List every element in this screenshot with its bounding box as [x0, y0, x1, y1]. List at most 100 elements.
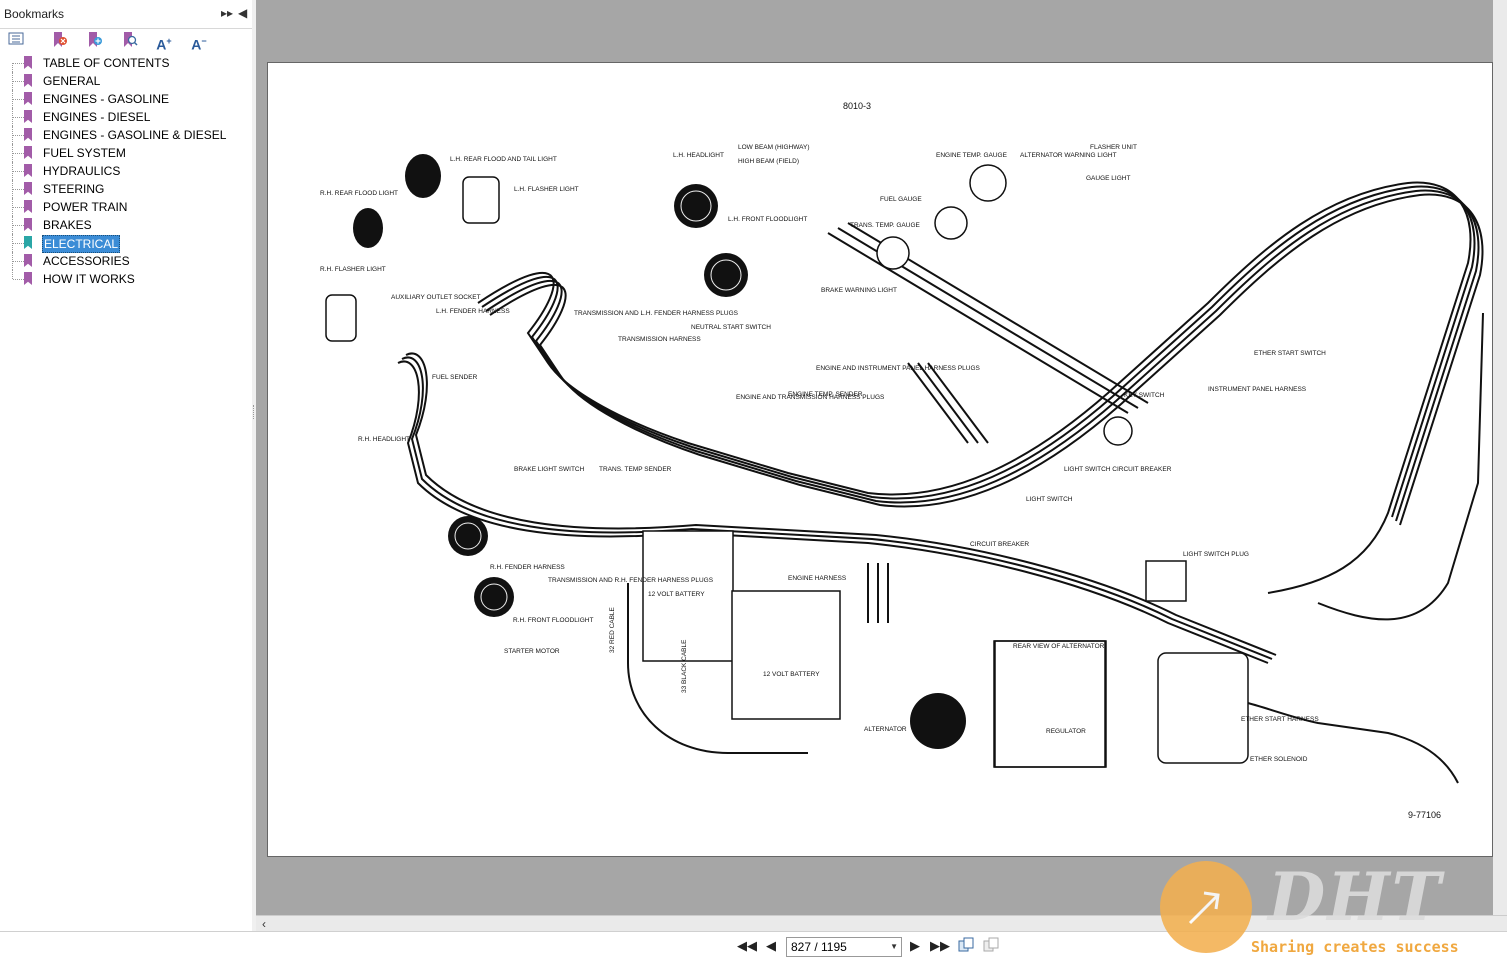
previous-view-icon[interactable]	[957, 937, 975, 955]
splitter-grip[interactable]	[253, 405, 256, 419]
bookmark-icon	[24, 146, 32, 159]
bookmark-icon	[24, 254, 32, 267]
bookmark-label[interactable]: ACCESSORIES	[43, 254, 130, 268]
label-battery-1: 12 VOLT BATTERY	[648, 591, 705, 598]
tree-line	[12, 90, 14, 108]
bookmark-item[interactable]: STEERING	[0, 180, 252, 198]
tree-line	[12, 108, 14, 126]
document-viewport[interactable]: 8010-3 9-77106 L.H. REAR FLOOD AND TAIL …	[256, 0, 1507, 915]
label-rh-flasher: R.H. FLASHER LIGHT	[320, 266, 386, 273]
label-lh-rear-flood: L.H. REAR FLOOD AND TAIL LIGHT	[450, 156, 557, 163]
label-lh-front-flood: L.H. FRONT FLOODLIGHT	[728, 216, 807, 223]
tree-line	[12, 216, 14, 234]
bookmark-label[interactable]: TABLE OF CONTENTS	[43, 56, 170, 70]
bookmark-label[interactable]: ENGINES - DIESEL	[43, 110, 151, 124]
label-regulator: REGULATOR	[1046, 728, 1086, 735]
label-starter-motor: STARTER MOTOR	[504, 648, 560, 655]
chevron-down-icon[interactable]: ▼	[890, 942, 898, 951]
next-view-icon[interactable]	[982, 937, 1000, 955]
label-engine-temp-sender: ENGINE TEMP. SENDER	[788, 391, 863, 398]
text-larger-icon[interactable]: A+	[156, 36, 172, 53]
prev-page-icon[interactable]: ◀	[766, 938, 776, 953]
bookmark-label[interactable]: POWER TRAIN	[43, 200, 128, 214]
bookmark-label[interactable]: HOW IT WORKS	[43, 272, 135, 286]
bookmark-item[interactable]: ENGINES - GASOLINE & DIESEL	[0, 126, 252, 144]
bookmark-icon	[24, 218, 32, 231]
bookmark-item[interactable]: GENERAL	[0, 72, 252, 90]
tree-line	[13, 243, 24, 244]
triangle-left-icon[interactable]: ◀	[238, 6, 248, 20]
find-bookmark-icon[interactable]	[120, 31, 140, 51]
wiring-diagram: 8010-3 9-77106 L.H. REAR FLOOD AND TAIL …	[320, 101, 1484, 820]
tree-line	[12, 198, 14, 216]
label-ether-solenoid: ETHER SOLENOID	[1250, 756, 1308, 763]
label-battery-2: 12 VOLT BATTERY	[763, 671, 820, 678]
bookmark-item[interactable]: FUEL SYSTEM	[0, 144, 252, 162]
bookmark-item[interactable]: ACCESSORIES	[0, 252, 252, 270]
figure-id: 8010-3	[843, 101, 871, 111]
bookmark-label[interactable]: ELECTRICAL	[42, 235, 121, 253]
label-engine-instr-plugs: ENGINE AND INSTRUMENT PANEL HARNESS PLUG…	[816, 365, 981, 372]
tree-line	[13, 63, 24, 64]
bookmark-item[interactable]: POWER TRAIN	[0, 198, 252, 216]
scroll-left-icon[interactable]: ‹	[262, 917, 266, 931]
bookmark-icon	[24, 272, 32, 285]
bookmark-label[interactable]: ENGINES - GASOLINE	[43, 92, 170, 106]
panel-splitter[interactable]	[252, 0, 256, 931]
bookmark-item[interactable]: BRAKES	[0, 216, 252, 234]
bookmark-label[interactable]: ENGINES - GASOLINE & DIESEL	[43, 128, 227, 142]
bookmark-label[interactable]: STEERING	[43, 182, 105, 196]
tree-line	[13, 99, 24, 100]
label-fuel-sender: FUEL SENDER	[432, 374, 478, 381]
bookmarks-title: Bookmarks	[4, 7, 65, 21]
bookmark-item[interactable]: ENGINES - GASOLINE	[0, 90, 252, 108]
label-flasher-unit: FLASHER UNIT	[1090, 144, 1137, 151]
page-number-input[interactable]: 827 / 1195 ▼	[786, 937, 902, 957]
label-brake-light-switch: BRAKE LIGHT SWITCH	[514, 466, 585, 473]
bookmark-item[interactable]: ENGINES - DIESEL	[0, 108, 252, 126]
bookmark-label[interactable]: FUEL SYSTEM	[43, 146, 126, 160]
bookmark-label[interactable]: GENERAL	[43, 74, 101, 88]
label-alternator: ALTERNATOR	[864, 726, 907, 733]
bookmark-label[interactable]: BRAKES	[43, 218, 92, 232]
next-page-icon[interactable]: ▶	[910, 938, 920, 953]
tree-line	[13, 153, 24, 154]
tree-line	[12, 144, 14, 162]
vertical-scrollbar[interactable]	[1493, 0, 1507, 915]
new-bookmark-icon[interactable]	[85, 31, 105, 51]
options-icon[interactable]	[7, 31, 27, 51]
first-page-icon[interactable]: ◀◀	[737, 938, 757, 953]
last-page-icon[interactable]: ▶▶	[930, 938, 950, 953]
tree-line	[12, 234, 14, 252]
text-smaller-icon[interactable]: A−	[191, 36, 207, 53]
label-red-cable: 32 RED CABLE	[609, 606, 616, 653]
label-ether-start-harness: ETHER START HARNESS	[1241, 716, 1319, 723]
bookmark-icon	[24, 110, 32, 123]
bookmark-label[interactable]: HYDRAULICS	[43, 164, 121, 178]
label-black-cable: 33 BLACK CABLE	[681, 639, 688, 693]
label-neutral-start: NEUTRAL START SWITCH	[691, 324, 771, 331]
bookmark-icon	[24, 164, 32, 177]
bookmark-item[interactable]: HYDRAULICS	[0, 162, 252, 180]
tree-line	[12, 252, 14, 270]
tree-line	[13, 207, 24, 208]
figure-ref: 9-77106	[1408, 810, 1441, 820]
label-lh-flasher: L.H. FLASHER LIGHT	[514, 186, 579, 193]
label-high-beam: HIGH BEAM (FIELD)	[738, 158, 799, 165]
label-gauge-light: GAUGE LIGHT	[1086, 175, 1130, 182]
tree-line	[13, 225, 24, 226]
horizontal-scrollbar[interactable]: ‹	[256, 915, 1507, 932]
bookmark-item[interactable]: HOW IT WORKS	[0, 270, 252, 288]
label-brake-warning: BRAKE WARNING LIGHT	[821, 287, 897, 294]
tree-line	[13, 261, 24, 262]
bookmark-item[interactable]: ELECTRICAL	[0, 234, 252, 253]
bookmark-item[interactable]: TABLE OF CONTENTS	[0, 54, 252, 72]
delete-bookmark-icon[interactable]	[50, 31, 70, 51]
page-number-value[interactable]: 827 / 1195	[791, 940, 847, 954]
label-trans-harness: TRANSMISSION HARNESS	[618, 336, 701, 343]
bookmark-icon	[24, 236, 32, 249]
double-chevron-right-icon[interactable]: ▸▸	[221, 6, 234, 20]
label-circuit-breaker: CIRCUIT BREAKER	[970, 541, 1029, 548]
label-engine-temp-gauge: ENGINE TEMP. GAUGE	[936, 152, 1008, 159]
tree-line	[13, 117, 24, 118]
